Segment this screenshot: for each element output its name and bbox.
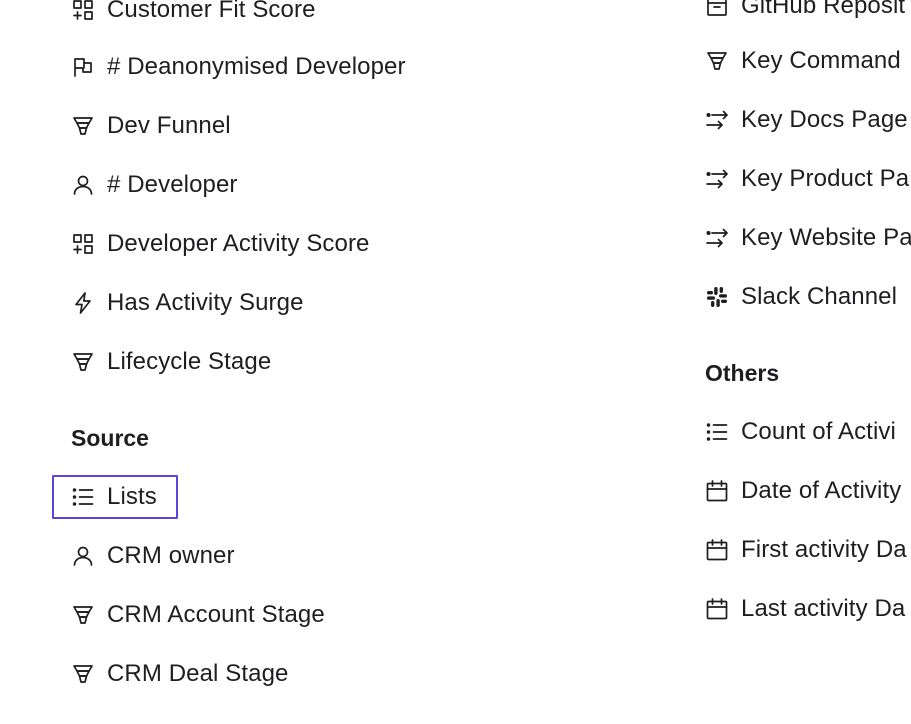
- arrows-split-icon: [705, 166, 731, 192]
- option-crm-owner[interactable]: CRM owner: [71, 538, 235, 574]
- option-label: Key Docs Page: [741, 106, 908, 133]
- flag-icon: [71, 54, 97, 80]
- option-developer-activity-score[interactable]: Developer Activity Score: [71, 226, 370, 262]
- option-label: Lifecycle Stage: [107, 348, 272, 375]
- arrows-split-icon: [705, 107, 731, 133]
- lightning-icon: [71, 290, 97, 316]
- section-title-others: Others: [705, 360, 780, 386]
- grid-plus-icon: [71, 231, 97, 257]
- option-github-repository[interactable]: GitHub Reposit: [705, 0, 905, 24]
- option-label: Developer Activity Score: [107, 230, 370, 257]
- funnel-icon: [71, 602, 97, 628]
- option-label: Customer Fit Score: [107, 0, 316, 23]
- grid-plus-icon: [71, 0, 97, 23]
- option-label: Date of Activity: [741, 477, 902, 504]
- option-developer[interactable]: # Developer: [71, 167, 238, 203]
- section-title-source: Source: [71, 425, 149, 451]
- funnel-icon: [71, 349, 97, 375]
- option-has-activity-surge[interactable]: Has Activity Surge: [71, 285, 304, 321]
- option-deanonymised-developer[interactable]: # Deanonymised Developer: [71, 49, 406, 85]
- calendar-icon: [705, 478, 731, 504]
- option-label: GitHub Reposit: [741, 0, 906, 19]
- option-label: Last activity Da: [741, 595, 906, 622]
- calendar-icon: [705, 596, 731, 622]
- list-icon: [705, 419, 731, 445]
- option-label: # Deanonymised Developer: [107, 53, 406, 80]
- option-key-product-page[interactable]: Key Product Pa: [705, 161, 909, 197]
- option-label: Key Command: [741, 47, 901, 74]
- option-label: # Developer: [107, 171, 238, 198]
- funnel-icon: [71, 661, 97, 687]
- option-lists[interactable]: Lists: [71, 479, 157, 515]
- option-customer-fit-score[interactable]: Customer Fit Score: [71, 0, 316, 28]
- arrows-split-icon: [705, 225, 731, 251]
- option-label: CRM Deal Stage: [107, 660, 289, 687]
- option-label: Has Activity Surge: [107, 289, 304, 316]
- option-crm-deal-stage[interactable]: CRM Deal Stage: [71, 656, 288, 692]
- option-lifecycle-stage[interactable]: Lifecycle Stage: [71, 344, 271, 380]
- user-icon: [71, 172, 97, 198]
- option-key-website-page[interactable]: Key Website Pa: [705, 220, 911, 256]
- option-last-activity-date[interactable]: Last activity Da: [705, 591, 905, 627]
- calendar-icon: [705, 537, 731, 563]
- option-label: Count of Activi: [741, 418, 896, 445]
- option-key-command[interactable]: Key Command: [705, 43, 901, 79]
- option-label: CRM owner: [107, 542, 235, 569]
- option-key-docs-page[interactable]: Key Docs Page: [705, 102, 908, 138]
- option-count-of-activities[interactable]: Count of Activi: [705, 414, 896, 450]
- list-icon: [71, 484, 97, 510]
- slack-icon: [705, 284, 731, 310]
- option-first-activity-date[interactable]: First activity Da: [705, 532, 907, 568]
- option-label: Slack Channel: [741, 283, 898, 310]
- option-label: CRM Account Stage: [107, 601, 325, 628]
- user-icon: [71, 543, 97, 569]
- option-label: First activity Da: [741, 536, 907, 563]
- option-slack-channel[interactable]: Slack Channel: [705, 279, 897, 315]
- option-label: Lists: [107, 483, 157, 510]
- option-label: Dev Funnel: [107, 112, 231, 139]
- option-date-of-activity[interactable]: Date of Activity: [705, 473, 901, 509]
- box-icon: [705, 0, 731, 19]
- option-dev-funnel[interactable]: Dev Funnel: [71, 108, 231, 144]
- funnel-icon: [71, 113, 97, 139]
- option-label: Key Product Pa: [741, 165, 910, 192]
- option-label: Key Website Pa: [741, 224, 911, 251]
- funnel-icon: [705, 48, 731, 74]
- option-crm-account-stage[interactable]: CRM Account Stage: [71, 597, 325, 633]
